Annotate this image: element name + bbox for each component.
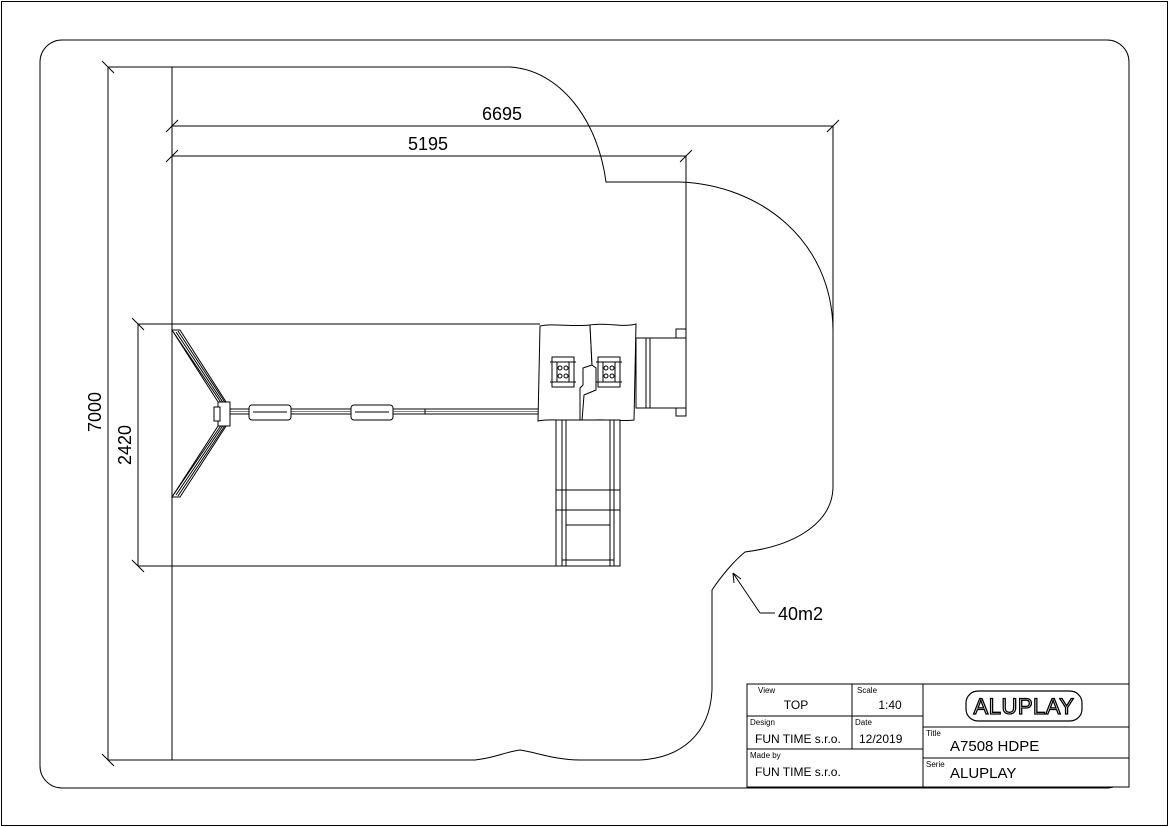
dimension-height-inner [131, 317, 558, 573]
view-label: View [758, 686, 775, 695]
dimension-width-total-label: 6695 [482, 104, 522, 124]
design-label: Design [750, 718, 775, 727]
tower-slide [555, 419, 621, 567]
made-by-value: FUN TIME s.r.o. [755, 765, 841, 779]
title-block [746, 683, 1130, 788]
dimension-height-inner-label: 2420 [115, 425, 135, 465]
svg-text:ALUPLAY: ALUPLAY [974, 694, 1075, 719]
scale-value: 1:40 [878, 698, 902, 712]
swing-a-frame [171, 329, 231, 498]
tower-window-left [550, 356, 576, 388]
dimension-width-inner [165, 149, 693, 330]
dimension-width-total [165, 119, 840, 330]
safety-area-outline [171, 66, 834, 761]
view-value: TOP [784, 698, 808, 712]
dimension-width-inner-label: 5195 [408, 134, 448, 154]
dimension-height-total [101, 60, 172, 767]
serie-label: Serie [926, 760, 945, 769]
serie-value: ALUPLAY [950, 765, 1016, 782]
date-value: 12/2019 [859, 732, 903, 746]
dimension-height-total-label: 7000 [85, 392, 105, 432]
area-leader [732, 572, 775, 614]
playground-equipment [171, 323, 687, 567]
area-label: 40m2 [778, 604, 823, 624]
title-value: A7508 HDPE [950, 738, 1039, 755]
made-by-label: Made by [750, 751, 781, 760]
scale-label: Scale [857, 686, 878, 695]
tower-window-right [596, 356, 622, 388]
design-value: FUN TIME s.r.o. [755, 732, 841, 746]
drawing-frame [39, 39, 1130, 789]
date-label: Date [855, 718, 872, 727]
tower-ladder [635, 328, 687, 417]
aluplay-logo: ALUPLAY [965, 690, 1083, 722]
title-label: Title [926, 729, 941, 738]
